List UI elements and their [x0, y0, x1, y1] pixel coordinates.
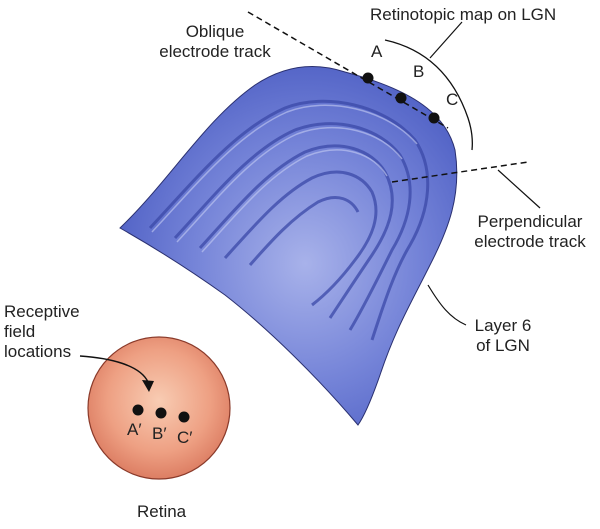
lgn-inner-layers [148, 99, 430, 341]
receptive-field-arrow [79, 355, 149, 383]
perpendicular-electrode-track [391, 161, 529, 183]
perpendicular-label: Perpendicular electrode track [460, 212, 600, 252]
layer6-leader [427, 284, 467, 326]
lgn-point-a [362, 72, 374, 84]
oblique-label: Oblique electrode track [140, 22, 290, 62]
lgn-point-c-label: C [446, 90, 459, 109]
layer6-label-line1: Layer 6 [474, 316, 532, 335]
perpendicular-label-line2: electrode track [474, 232, 586, 251]
receptive-label-line2: field [4, 322, 36, 341]
oblique-label-line2: electrode track [159, 42, 271, 61]
receptive-label-line1: Receptive [4, 302, 80, 321]
retina-point-b [155, 407, 167, 419]
layer6-label-line2: of LGN [476, 336, 530, 355]
retina-point-a [132, 404, 144, 416]
retina-point-b-label: B′ [152, 424, 167, 443]
arrow-head [142, 380, 154, 392]
lgn-point-b-label: B [413, 62, 425, 81]
perpendicular-label-line1: Perpendicular [477, 212, 583, 231]
oblique-electrode-track [247, 11, 449, 129]
retina-point-c [178, 411, 190, 423]
retina-point-a-label: A′ [127, 420, 142, 439]
perpendicular-leader [497, 169, 541, 209]
retina-point-c-label: C′ [177, 428, 193, 447]
receptive-label: Receptive field locations [4, 302, 80, 362]
retinotopic-leader [429, 21, 463, 59]
lgn-point-b [395, 92, 407, 104]
retinotopic-map-arc [384, 39, 474, 151]
lgn-point-c [428, 112, 440, 124]
retina-label: Retina [137, 502, 187, 521]
oblique-label-line1: Oblique [185, 22, 245, 41]
lgn-point-a-label: A [371, 42, 383, 61]
layer6-label: Layer 6 of LGN [458, 316, 548, 356]
retinotopic-label: Retinotopic map on LGN [370, 5, 557, 24]
receptive-label-line3: locations [4, 342, 72, 361]
